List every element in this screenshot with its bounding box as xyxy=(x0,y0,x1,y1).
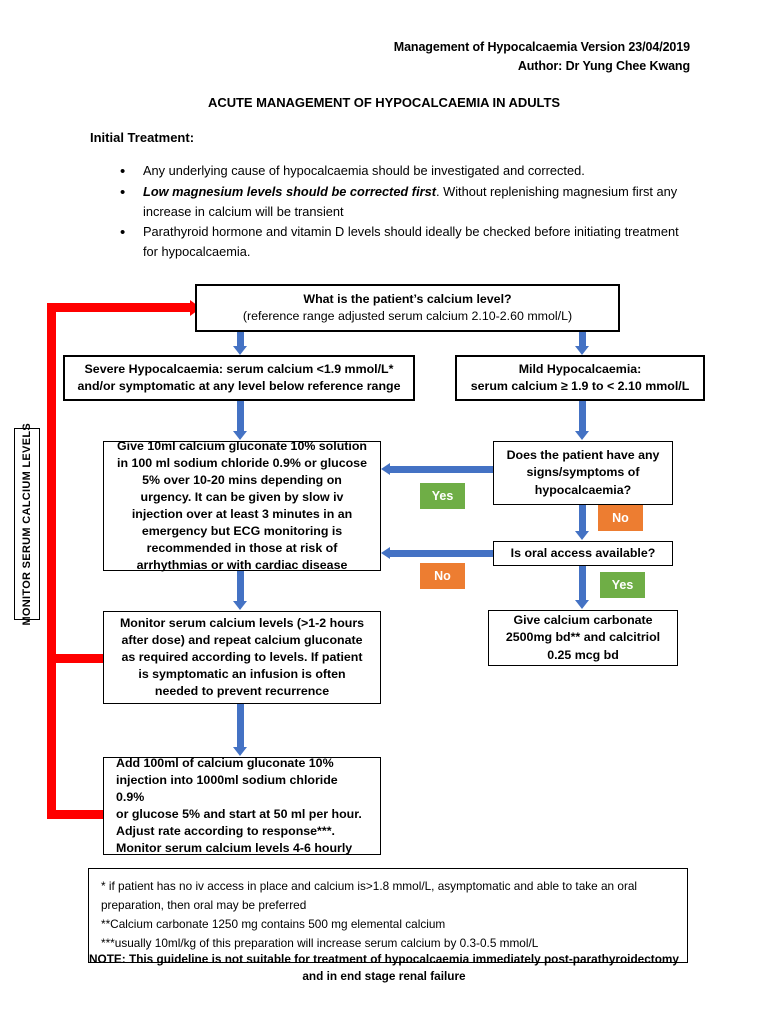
arrow-oral-yes-to-carbonate xyxy=(575,566,590,610)
feedback-loop-branch-monitor xyxy=(47,654,107,663)
carbonate-line-1: Give calcium carbonate xyxy=(513,613,653,628)
guideline-note: NOTE: This guideline is not suitable for… xyxy=(70,951,698,985)
node-severe-hypocalcaemia: Severe Hypocalcaemia: serum calcium <1.9… xyxy=(63,355,415,401)
severe-line-2: and/or symptomatic at any level below re… xyxy=(77,379,401,393)
arrow-start-to-severe xyxy=(233,332,248,355)
footnote-3: ***usually 10ml/kg of this preparation w… xyxy=(101,936,539,951)
carbonate-line-2: 2500mg bd** and calcitriol xyxy=(505,630,661,645)
monitor-repeat-text: Monitor serum calcium levels (>1-2 hours… xyxy=(119,615,365,699)
infusion-line-2: injection into 1000ml sodium chloride 0.… xyxy=(116,772,338,804)
arrow-start-to-mild xyxy=(575,332,590,355)
list-item: Parathyroid hormone and vitamin D levels… xyxy=(112,221,692,262)
start-line-1: What is the patient’s calcium level? xyxy=(303,291,512,306)
node-mild-hypocalcaemia: Mild Hypocalcaemia: serum calcium ≥ 1.9 … xyxy=(455,355,705,401)
severe-line-1: Severe Hypocalcaemia: serum calcium <1.9… xyxy=(84,361,394,376)
give-gluconate-text: Give 10ml calcium gluconate 10% solution… xyxy=(117,438,367,573)
node-calcium-level-question: What is the patient’s calcium level? (re… xyxy=(195,284,620,332)
feedback-loop-top-horizontal xyxy=(47,303,192,312)
signs-line-2: signs/symptoms of xyxy=(526,465,640,480)
badge-label: No xyxy=(612,511,629,525)
arrow-signs-yes-to-gluconate xyxy=(381,463,493,476)
bullet-text: Any underlying cause of hypocalcaemia sh… xyxy=(143,163,585,178)
badge-label: Yes xyxy=(431,489,454,503)
arrow-monitor-to-infusion xyxy=(233,704,248,757)
badge-signs-no: No xyxy=(598,505,643,531)
infusion-line-1: Add 100ml of calcium gluconate 10% xyxy=(116,755,334,770)
monitor-sidebar-label: MONITOR SERUM CALCIUM LEVELS xyxy=(21,422,33,626)
initial-treatment-label: Initial Treatment: xyxy=(90,130,195,145)
node-add-calcium-infusion: Add 100ml of calcium gluconate 10% injec… xyxy=(103,755,381,856)
start-line-2: (reference range adjusted serum calcium … xyxy=(242,309,573,323)
header-author-line: Author: Dr Yung Chee Kwang xyxy=(517,59,690,74)
infusion-line-5: Monitor serum calcium levels 4-6 hourly xyxy=(116,841,353,856)
node-give-calcium-gluconate: Give 10ml calcium gluconate 10% solution… xyxy=(103,439,381,572)
node-oral-access-question: Is oral access available? xyxy=(493,541,673,566)
badge-label: No xyxy=(434,569,451,583)
infusion-line-3: or glucose 5% and start at 50 ml per hou… xyxy=(116,807,362,821)
footnotes-box: * if patient has no iv access in place a… xyxy=(88,868,688,964)
bullet-text: . Without replenishing magnesium first a… xyxy=(143,183,678,219)
node-monitor-and-repeat: Monitor serum calcium levels (>1-2 hours… xyxy=(103,611,381,704)
bullet-text: Parathyroid hormone and vitamin D levels… xyxy=(143,224,679,260)
node-give-calcium-carbonate: Give calcium carbonate 2500mg bd** and c… xyxy=(488,610,678,666)
list-item: Low magnesium levels should be corrected… xyxy=(112,181,692,222)
feedback-loop-vertical xyxy=(47,303,56,819)
node-signs-symptoms-question: Does the patient have any signs/symptoms… xyxy=(493,441,673,505)
footnote-1: * if patient has no iv access in place a… xyxy=(101,879,638,913)
signs-line-3: hypocalcaemia? xyxy=(534,482,632,497)
oral-question-text: Is oral access available? xyxy=(510,545,656,560)
list-item: Any underlying cause of hypocalcaemia sh… xyxy=(112,160,692,183)
badge-oral-yes: Yes xyxy=(600,572,645,598)
carbonate-line-3: 0.25 mcg bd xyxy=(547,647,619,662)
page-title: ACUTE MANAGEMENT OF HYPOCALCAEMIA IN ADU… xyxy=(208,95,560,110)
monitor-serum-calcium-sidebar: MONITOR SERUM CALCIUM LEVELS xyxy=(14,423,40,625)
mild-line-1: Mild Hypocalcaemia: xyxy=(518,361,642,376)
feedback-loop-branch-infusion xyxy=(47,810,107,819)
mild-line-2: serum calcium ≥ 1.9 to < 2.10 mmol/L xyxy=(470,379,690,393)
arrow-severe-to-gluconate xyxy=(233,401,248,441)
footnote-2: **Calcium carbonate 1250 mg contains 500… xyxy=(101,917,446,932)
arrow-oral-no-to-gluconate xyxy=(381,547,493,560)
arrow-signs-no-to-oral-question xyxy=(575,505,590,541)
note-line-1: NOTE: This guideline is not suitable for… xyxy=(89,952,679,966)
note-line-2: and in end stage renal failure xyxy=(302,969,466,984)
arrow-gluconate-to-monitor xyxy=(233,571,248,611)
header-version-line: Management of Hypocalcaemia Version 23/0… xyxy=(393,40,690,54)
arrow-mild-to-signs-question xyxy=(575,401,590,441)
document-header: Management of Hypocalcaemia Version 23/0… xyxy=(394,38,690,77)
signs-line-1: Does the patient have any xyxy=(506,448,660,463)
infusion-line-4: Adjust rate according to response***. xyxy=(116,824,335,839)
badge-label: Yes xyxy=(611,578,634,592)
initial-treatment-bullets: Any underlying cause of hypocalcaemia sh… xyxy=(112,160,692,263)
badge-oral-no: No xyxy=(420,563,465,589)
bullet-emphasis: Low magnesium levels should be corrected… xyxy=(143,183,436,199)
badge-signs-yes: Yes xyxy=(420,483,465,509)
